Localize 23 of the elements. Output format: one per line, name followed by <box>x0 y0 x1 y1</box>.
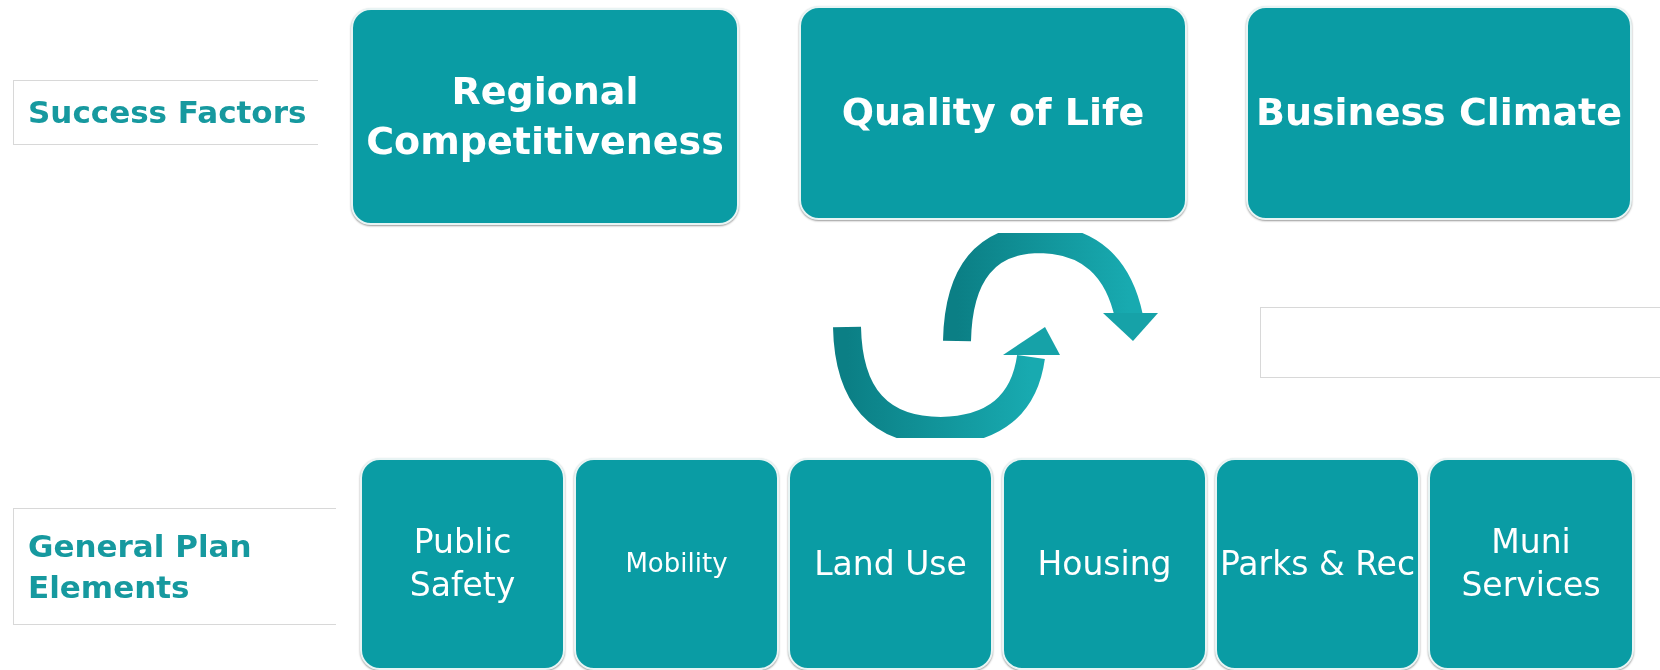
empty-box <box>1260 307 1660 378</box>
row-label: General Plan Elements <box>28 527 253 607</box>
box-label: Mobility <box>625 547 728 581</box>
element-box <box>1428 458 1634 670</box>
label-box <box>13 508 336 625</box>
element-box <box>574 458 779 670</box>
element-box <box>788 458 993 670</box>
box-label: Public Safety <box>408 521 517 606</box>
success-factor-box <box>799 6 1187 220</box>
box-label: Housing <box>1037 542 1172 585</box>
success-factor-box <box>1246 6 1632 220</box>
box-label: Regional Competitiveness <box>365 68 725 165</box>
row-label: Success Factors <box>28 93 307 133</box>
label-box <box>13 80 318 145</box>
box-label: Business Climate <box>1255 89 1623 137</box>
element-box <box>360 458 565 670</box>
box-label: Muni Services <box>1460 521 1602 606</box>
element-box <box>1215 458 1420 670</box>
success-factor-box <box>351 8 739 225</box>
element-box <box>1002 458 1207 670</box>
box-label: Parks & Rec <box>1219 542 1416 585</box>
box-label: Land Use <box>814 542 967 585</box>
box-label: Quality of Life <box>841 89 1145 137</box>
